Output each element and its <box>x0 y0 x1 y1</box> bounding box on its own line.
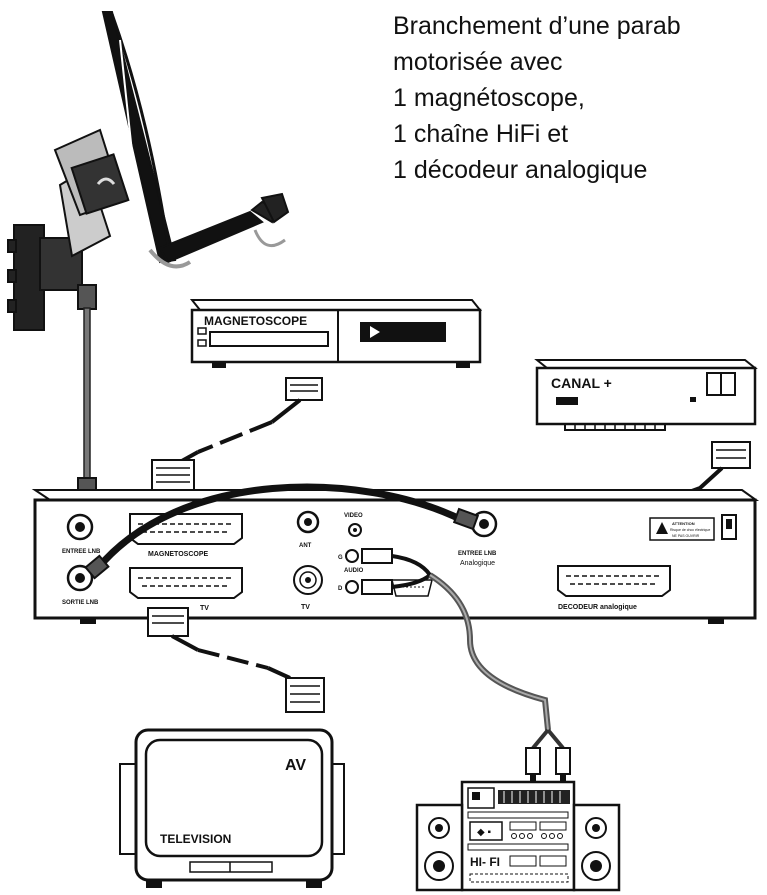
tv-rf-label: TV <box>301 604 310 611</box>
warning-line-1: ATTENTION <box>672 521 695 526</box>
diagram-title: Branchement d’une parab motorisée avec 1… <box>393 8 767 188</box>
vcr-label: MAGNETOSCOPE <box>204 314 307 328</box>
warning-line-2: Risque de choc électrique <box>670 528 710 532</box>
decoder-box-label: CANAL + <box>551 375 612 391</box>
sortie-lnb-label: SORTIE LNB <box>62 600 99 606</box>
scart-magnetoscope-label: MAGNETOSCOPE <box>148 551 208 558</box>
ant-label: ANT <box>299 543 312 549</box>
audio-rca-cable <box>361 548 571 782</box>
audio-label: AUDIO <box>344 568 364 574</box>
television-device: AV TELEVISION <box>119 728 345 888</box>
title-line-4: 1 chaîne HiFi et <box>393 120 569 148</box>
title-line-2: motorisée avec <box>393 48 563 76</box>
audio-g-label: G <box>338 555 343 561</box>
tv-av-label: AV <box>285 757 306 774</box>
vcr-scart-cable <box>151 377 323 491</box>
video-label: VIDEO <box>344 513 363 519</box>
canal-plus-decoder-device: CANAL + <box>534 359 758 431</box>
title-line-3: 1 magnétoscope, <box>393 84 585 112</box>
motorized-dish-icon <box>7 11 290 331</box>
tv-scart-cable <box>147 607 325 713</box>
lnb-coax-cable <box>77 284 97 505</box>
audio-d-label: D <box>338 586 343 592</box>
scart-decodeur-label: DECODEUR analogique <box>558 604 637 611</box>
analogique-label: Analogique <box>460 560 495 567</box>
warning-line-3: NE PAS OUVRIR <box>672 534 700 538</box>
title-line-5: 1 décodeur analogique <box>393 156 648 184</box>
television-label: TELEVISION <box>160 832 231 846</box>
scart-tv-label: TV <box>200 605 209 612</box>
svg-text:◆ ▪: ◆ ▪ <box>477 827 491 838</box>
entree-lnb-label: ENTREE LNB <box>62 549 101 555</box>
entree-lnb-analog-label: ENTREE LNB <box>458 551 497 557</box>
hifi-label: HI- FI <box>470 855 500 869</box>
hifi-device: ◆ ▪ HI- FI <box>415 780 621 892</box>
vcr-device: MAGNETOSCOPE <box>189 299 483 368</box>
warning-sticker-icon: ATTENTION Risque de choc électrique NE P… <box>649 517 715 541</box>
title-line-1: Branchement d’une parab <box>393 12 681 40</box>
loop-through-coax-cable <box>84 483 480 580</box>
